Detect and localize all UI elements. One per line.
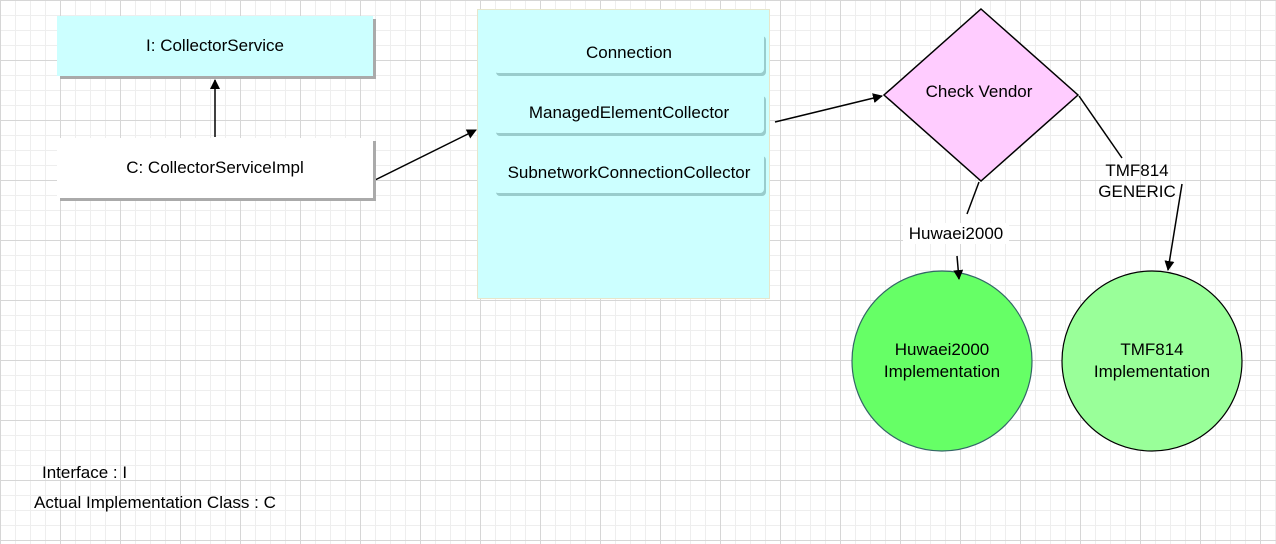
huawei-branch-arrow — [953, 255, 964, 280]
huawei-implementation-line2: Implementation — [883, 362, 1001, 381]
tmf-edge-label-line2: GENERIC — [1098, 182, 1176, 201]
tmf-branch-line — [1078, 95, 1123, 159]
tmf-implementation-line1: TMF814 — [1120, 340, 1184, 359]
huawei-edge-label: Huwaei2000 — [903, 223, 1009, 244]
managed-element-collector-label: ManagedElementCollector — [528, 103, 730, 122]
interface-box-label: I: CollectorService — [146, 36, 284, 55]
legend-implementation: Actual Implementation Class : C — [34, 493, 276, 512]
connection-item-label: Connection — [585, 43, 672, 62]
subnetwork-connection-collector-item[interactable]: SubnetworkConnectionCollector — [494, 153, 764, 193]
tmf-edge-label: TMF814 GENERIC — [1092, 160, 1182, 202]
subnetwork-connection-collector-label: SubnetworkConnectionCollector — [507, 163, 751, 182]
to-decision-arrow — [774, 93, 883, 123]
huawei-implementation-label: Huwaei2000 Implementation — [852, 339, 1032, 383]
implementation-box[interactable]: C: CollectorServiceImpl — [57, 138, 373, 198]
tmf-implementation-label: TMF814 Implementation — [1062, 339, 1242, 383]
interface-box[interactable]: I: CollectorService — [57, 16, 373, 76]
managed-element-collector-item[interactable]: ManagedElementCollector — [494, 93, 764, 133]
implementation-box-label: C: CollectorServiceImpl — [126, 158, 304, 177]
decision-diamond[interactable] — [882, 7, 1080, 183]
huawei-implementation-line1: Huwaei2000 — [894, 340, 990, 359]
huawei-implementation-circle[interactable] — [851, 270, 1033, 452]
decision-label: Check Vendor — [925, 82, 1033, 101]
uses-arrow — [372, 129, 477, 182]
tmf-edge-label-line1: TMF814 — [1105, 161, 1169, 180]
legend-interface: Interface : I — [42, 463, 128, 482]
huawei-branch-line — [966, 181, 980, 215]
tmf-implementation-line2: Implementation — [1093, 362, 1211, 381]
tmf-branch-arrow — [1164, 183, 1183, 271]
connection-item[interactable]: Connection — [494, 33, 764, 73]
tmf-implementation-circle[interactable] — [1061, 270, 1243, 452]
